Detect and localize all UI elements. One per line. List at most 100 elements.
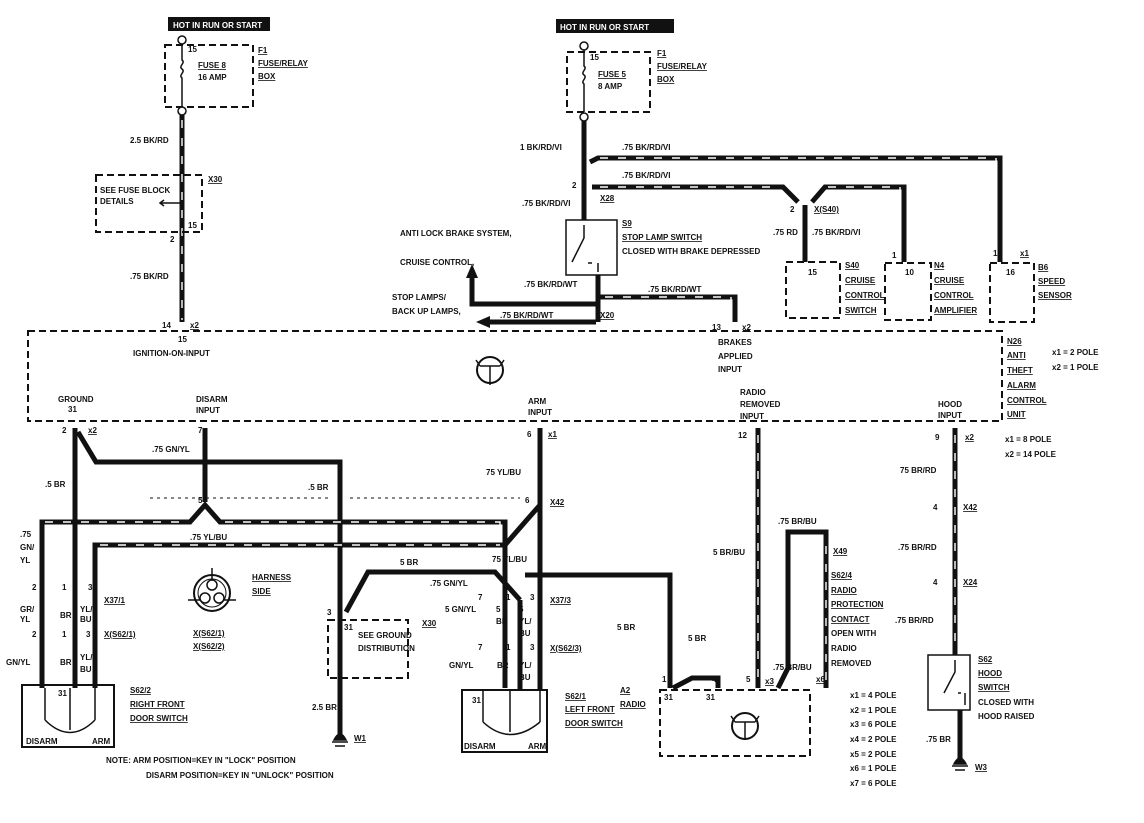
- label-rp31: 31: [58, 689, 67, 698]
- label-a2b: RADIO: [620, 700, 646, 709]
- label-s62a: S62: [978, 655, 993, 664]
- label-hp4b: 4: [933, 578, 938, 587]
- label-n4c: CONTROL: [934, 291, 974, 300]
- label-w5br2: .5 BR: [308, 483, 329, 492]
- label-xs622: X(S62/2): [193, 642, 225, 651]
- label-yb1: YL/: [80, 605, 93, 614]
- s62-1-left-front-door-switch: [461, 689, 548, 753]
- label-p2d: 2: [62, 426, 67, 435]
- label-lyb1: YL/: [519, 617, 532, 626]
- label-lp1: 1: [506, 593, 511, 602]
- label-arm1: ARM: [528, 397, 547, 406]
- arrow-left-icon: [476, 316, 490, 328]
- label-brk2: APPLIED: [718, 352, 753, 361]
- label-hs2: SIDE: [252, 587, 271, 596]
- label-lp1b: 1: [506, 643, 511, 652]
- label-pin15b: 15: [590, 53, 599, 62]
- label-br1: BR: [60, 611, 72, 620]
- label-rpole2: x2 = 1 POLE: [850, 706, 897, 715]
- label-p1b: 1: [993, 249, 998, 258]
- label-disarmR: DISARM: [26, 737, 58, 746]
- label-ax3: x3: [765, 677, 774, 686]
- label-ax6: x6: [816, 675, 825, 684]
- label-p16: 16: [1006, 268, 1015, 277]
- x30-fuse-block: [95, 174, 203, 233]
- label-gnyl2: GN/YL: [449, 661, 474, 670]
- label-hp4a: 4: [933, 503, 938, 512]
- label-p2a: 2: [170, 235, 175, 244]
- label-s622c: DOOR SWITCH: [130, 714, 188, 723]
- label-s624b: RADIO: [831, 586, 857, 595]
- label-x20: X20: [600, 311, 615, 320]
- label-w5br3: 5 BR: [400, 558, 418, 567]
- label-g1: .75: [20, 530, 32, 539]
- label-w3: W3: [975, 763, 988, 772]
- label-x2b: x2: [742, 323, 751, 332]
- label-rp2b: 2: [32, 630, 37, 639]
- label-b6c: SENSOR: [1038, 291, 1072, 300]
- label-note1: NOTE: ARM POSITION=KEY IN "LOCK" POSITIO…: [106, 756, 296, 765]
- label-hood1: HOOD: [938, 400, 962, 409]
- label-x373: X37/3: [550, 596, 571, 605]
- label-pole3: x1 = 8 POLE: [1005, 435, 1052, 444]
- label-rpole1: x1 = 4 POLE: [850, 691, 897, 700]
- label-gnd1: GROUND: [58, 395, 94, 404]
- label-yb3: YL/: [80, 653, 93, 662]
- label-dis2: INPUT: [196, 406, 220, 415]
- label-lbr5: 5: [496, 605, 501, 614]
- label-lp31: 31: [472, 696, 481, 705]
- label-w75d: .75 BK/RD/VI: [812, 228, 860, 237]
- label-dis1: DISARM: [196, 395, 228, 404]
- label-n4a: N4: [934, 261, 945, 270]
- radio-transistor-icon: [730, 712, 760, 740]
- label-w75rd: .75 RD: [773, 228, 798, 237]
- label-ap31a: 31: [664, 693, 673, 702]
- label-p9: 9: [935, 433, 940, 442]
- label-p3x: 3: [327, 608, 332, 617]
- label-f1b: FUSE/RELAY: [258, 59, 309, 68]
- label-p15d: 15: [178, 335, 187, 344]
- label-xs40: X(S40): [814, 205, 839, 214]
- label-p7: 7: [198, 426, 203, 435]
- label-lyb5: 5: [519, 605, 524, 614]
- label-rad2: REMOVED: [740, 400, 781, 409]
- label-p6: 6: [527, 430, 532, 439]
- label-pole4: x2 = 14 POLE: [1005, 450, 1057, 459]
- label-f1c: BOX: [258, 72, 276, 81]
- label-w75brbu1: .75 BR/BU: [778, 517, 817, 526]
- label-hw3: .75 BR/RD: [895, 616, 934, 625]
- label-fuse8: FUSE 8: [198, 61, 227, 70]
- label-w75gnyl2: .75 GN/YL: [430, 579, 468, 588]
- label-hot2: HOT IN RUN OR START: [560, 23, 649, 32]
- label-p12: 12: [738, 431, 747, 440]
- label-rp2: 2: [32, 583, 37, 592]
- label-rp3b: 3: [86, 630, 91, 639]
- label-br2: BR: [60, 658, 72, 667]
- label-b6b: SPEED: [1038, 277, 1065, 286]
- label-w75ylbu1: .75 YL/BU: [190, 533, 227, 542]
- label-brk3: INPUT: [718, 365, 742, 374]
- label-p2b: 2: [572, 181, 577, 190]
- label-hw4: .75 BR: [926, 735, 951, 744]
- label-w5br4: 5 BR: [617, 623, 635, 632]
- label-s62e: HOOD RAISED: [978, 712, 1035, 721]
- label-hw1: 75 BR/RD: [900, 466, 937, 475]
- label-hood2: INPUT: [938, 411, 962, 420]
- label-s624e: OPEN WITH: [831, 629, 877, 638]
- label-w5gnyl: 5 GN/YL: [445, 605, 476, 614]
- label-x30b: X30: [422, 619, 437, 628]
- b6-speed-sensor: [989, 262, 1035, 323]
- label-xs621: X(S62/1): [104, 630, 136, 639]
- wire-5-br: [343, 569, 673, 688]
- label-w75c: .75 BK/RD/VI: [522, 199, 570, 208]
- label-abs: ANTI LOCK BRAKE SYSTEM,: [400, 229, 512, 238]
- label-rpole7: x7 = 6 POLE: [850, 779, 897, 788]
- label-w75a: .75 BK/RD/VI: [622, 143, 670, 152]
- label-x2d: x2: [965, 433, 974, 442]
- ground-w3-icon: [952, 757, 968, 771]
- wire-ground-to-w1: [75, 430, 343, 736]
- label-w5br5: 5 BR: [688, 634, 706, 643]
- label-cc: CRUISE CONTROL,: [400, 258, 474, 267]
- label-yb4: BU: [80, 665, 92, 674]
